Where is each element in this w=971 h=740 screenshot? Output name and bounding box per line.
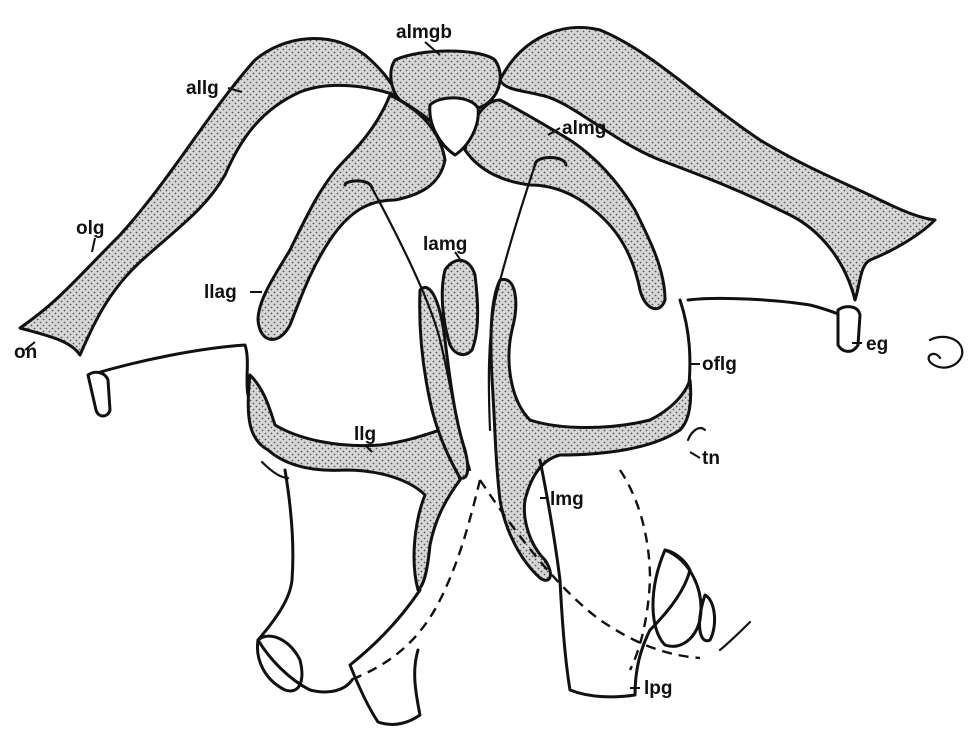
left-ovoid [257, 636, 301, 691]
on-nub [88, 372, 110, 416]
lamg-gland [442, 260, 477, 354]
lower-left-inner [350, 590, 420, 724]
leader-olg [92, 238, 95, 252]
right-middle-gland-band [491, 279, 691, 580]
label-olg: olg [76, 218, 105, 239]
eg-nub [838, 307, 860, 352]
label-eg: eg [866, 334, 888, 355]
label-lpg: lpg [644, 678, 673, 699]
label-almg: almg [562, 118, 606, 139]
label-allg: allg [186, 78, 219, 99]
label-tn: tn [702, 448, 720, 469]
loop-mark [929, 337, 963, 368]
body-outline-right [688, 298, 850, 318]
label-almgb: almgb [396, 22, 452, 43]
left-inner-gland-arm [258, 95, 445, 339]
leader-tn [690, 452, 700, 458]
lower-left-body [258, 470, 352, 692]
label-llg: llg [354, 424, 376, 445]
label-lmg: lmg [550, 489, 584, 510]
left-middle-gland-band [248, 375, 460, 590]
tn-nerve [688, 428, 705, 440]
label-on: on [14, 342, 37, 363]
label-oflg: oflg [702, 354, 737, 375]
short-stroke-right [720, 622, 750, 650]
label-llag: llag [204, 282, 237, 303]
label-lamg: lamg [423, 234, 467, 255]
